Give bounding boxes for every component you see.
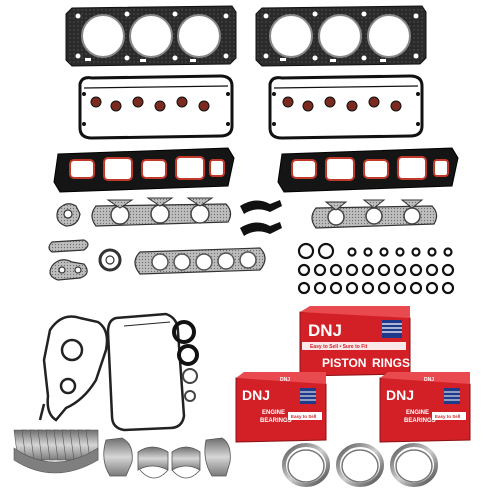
head-gasket-right — [255, 5, 427, 67]
bearing-left-label-1: ENGINE — [262, 410, 285, 416]
piston-box-label-1: PISTON — [322, 356, 366, 370]
piston-rings-box: DNJ PISTON RINGS Easy to Sell • Sure to … — [299, 306, 411, 377]
bearing-left-tagline: Easy to Sell — [291, 414, 316, 419]
engine-bearings-box-left: DNJ DNJ ENGINE BEARINGS Easy to Sell — [235, 372, 327, 443]
valve-cover-gasket-left — [78, 74, 234, 140]
exhaust-gasket-right — [311, 199, 438, 229]
bearing-right-header: DNJ — [424, 377, 434, 383]
small-gasket-set — [48, 203, 122, 281]
piston-box-tagline: Easy to Sell • Sure to Fit — [310, 344, 368, 350]
intake-gasket-right — [277, 147, 459, 193]
gasket-clips — [240, 200, 282, 236]
plenum-gasket — [134, 247, 266, 275]
bearing-right-brand: DNJ — [386, 387, 414, 403]
bearing-right-tagline: Easy to Sell — [435, 414, 460, 419]
bearing-left-header: DNJ — [280, 377, 290, 383]
bearing-right-label-1: ENGINE — [406, 410, 429, 416]
main-bearings — [103, 437, 231, 479]
bearing-left-label-2: BEARINGS — [260, 418, 292, 424]
flag-emblem-icon — [444, 388, 460, 404]
bearing-right-label-2: BEARINGS — [404, 418, 436, 424]
intake-gasket-left — [53, 147, 235, 193]
piston-box-brand: DNJ — [308, 321, 342, 340]
timing-cover-gasket — [38, 315, 109, 422]
engine-bearings-box-right: DNJ DNJ ENGINE BEARINGS Easy to Sell — [379, 372, 471, 443]
piston-box-label-2: RINGS — [372, 356, 410, 370]
head-gasket-left — [65, 5, 237, 67]
exhaust-gasket-left — [91, 197, 232, 227]
flag-emblem-icon — [300, 388, 316, 404]
o-ring-set — [297, 242, 455, 295]
crank-seals — [172, 320, 199, 402]
valve-cover-gasket-right — [268, 74, 424, 140]
flag-emblem-icon — [382, 320, 402, 338]
piston-ring-sets — [282, 443, 438, 487]
rod-bearing-stack — [13, 429, 99, 474]
bearing-left-brand: DNJ — [242, 387, 270, 403]
